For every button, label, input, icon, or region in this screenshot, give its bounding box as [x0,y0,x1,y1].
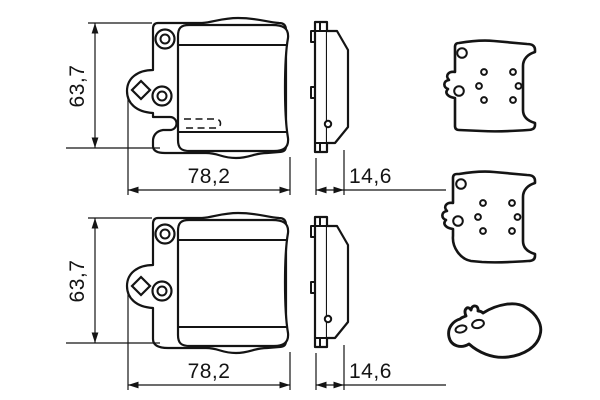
rivet-inner [156,90,168,102]
shim-hole-small [508,199,516,207]
shim-hole-large [453,85,465,97]
width-dimension-label-bottom: 78,2 [188,360,231,383]
wear-sensor-outline [447,302,543,359]
arrowhead [128,186,139,194]
arrowhead [128,381,139,389]
extension-line [66,22,160,149]
side-tab [310,281,316,294]
shim-hole-large [455,178,467,190]
side-backing-plate [313,20,329,154]
side-view-top: 14,6 [310,20,446,195]
shim-hole-large [456,47,468,59]
side-friction-pad [327,29,350,145]
shim-hole-small [509,68,517,76]
side-pin [323,119,333,129]
plate-step-lines [314,21,328,153]
arrowhead [316,381,327,389]
thickness-dimension-label-top: 14,6 [349,165,392,188]
side-friction-pad [327,224,350,340]
arrowhead [279,381,290,389]
thickness-dimension-label-bottom: 14,6 [349,360,392,383]
diamond-hole [130,275,152,297]
height-dimension-label-top: 63,7 [66,65,89,108]
accessory-outline-2 [441,170,537,264]
shim-hole-small [480,96,488,104]
shim-hole-small [508,227,516,235]
side-view-bottom: 14,6 [310,215,446,390]
side-pin [323,314,333,324]
side-tab [310,30,316,43]
shim-hole-small [480,68,488,76]
arrowhead [333,381,344,389]
shim-hole-small [479,227,487,235]
side-tab [310,225,316,238]
arrowhead [91,23,99,34]
extension-line [127,97,291,195]
arrowhead [333,186,344,194]
diamond-hole [130,79,152,101]
shim-plate-outline [441,170,537,264]
front-view-bottom: 63,7 78,2 [66,211,291,390]
accessory-outline-3 [447,302,543,359]
friction-pad [176,218,290,348]
extension-line [127,292,291,390]
sensor-slot-hole [454,324,468,334]
shim-hole-small [509,96,517,104]
accessory-outline-1 [443,39,537,133]
shim-hole-small [474,213,482,221]
extension-line [315,150,345,195]
extension-line [315,345,345,390]
friction-pad [176,23,290,153]
plate-step-lines [314,216,328,348]
arrowhead [91,137,99,148]
arrowhead [91,218,99,229]
rivet-inner [159,228,171,240]
extension-line [66,217,160,344]
arrowhead [91,332,99,343]
hidden-slot-dashed [184,118,222,129]
width-dimension-label-top: 78,2 [188,165,231,188]
side-backing-plate [313,215,329,349]
shim-hole-large [452,215,464,227]
height-dimension-label-bottom: 63,7 [66,260,89,303]
front-view-top: 63,7 78,2 [66,16,291,195]
sensor-slot-hole [471,318,485,330]
shim-hole-small [479,199,487,207]
shim-hole-small [513,213,522,221]
arrowhead [316,186,327,194]
side-tab [310,86,316,99]
shim-hole-small [514,82,523,90]
rivet-inner [159,33,171,45]
shim-plate-outline [443,39,537,133]
arrowhead [279,186,290,194]
rivet-inner [156,285,168,297]
shim-hole-small [475,82,483,90]
